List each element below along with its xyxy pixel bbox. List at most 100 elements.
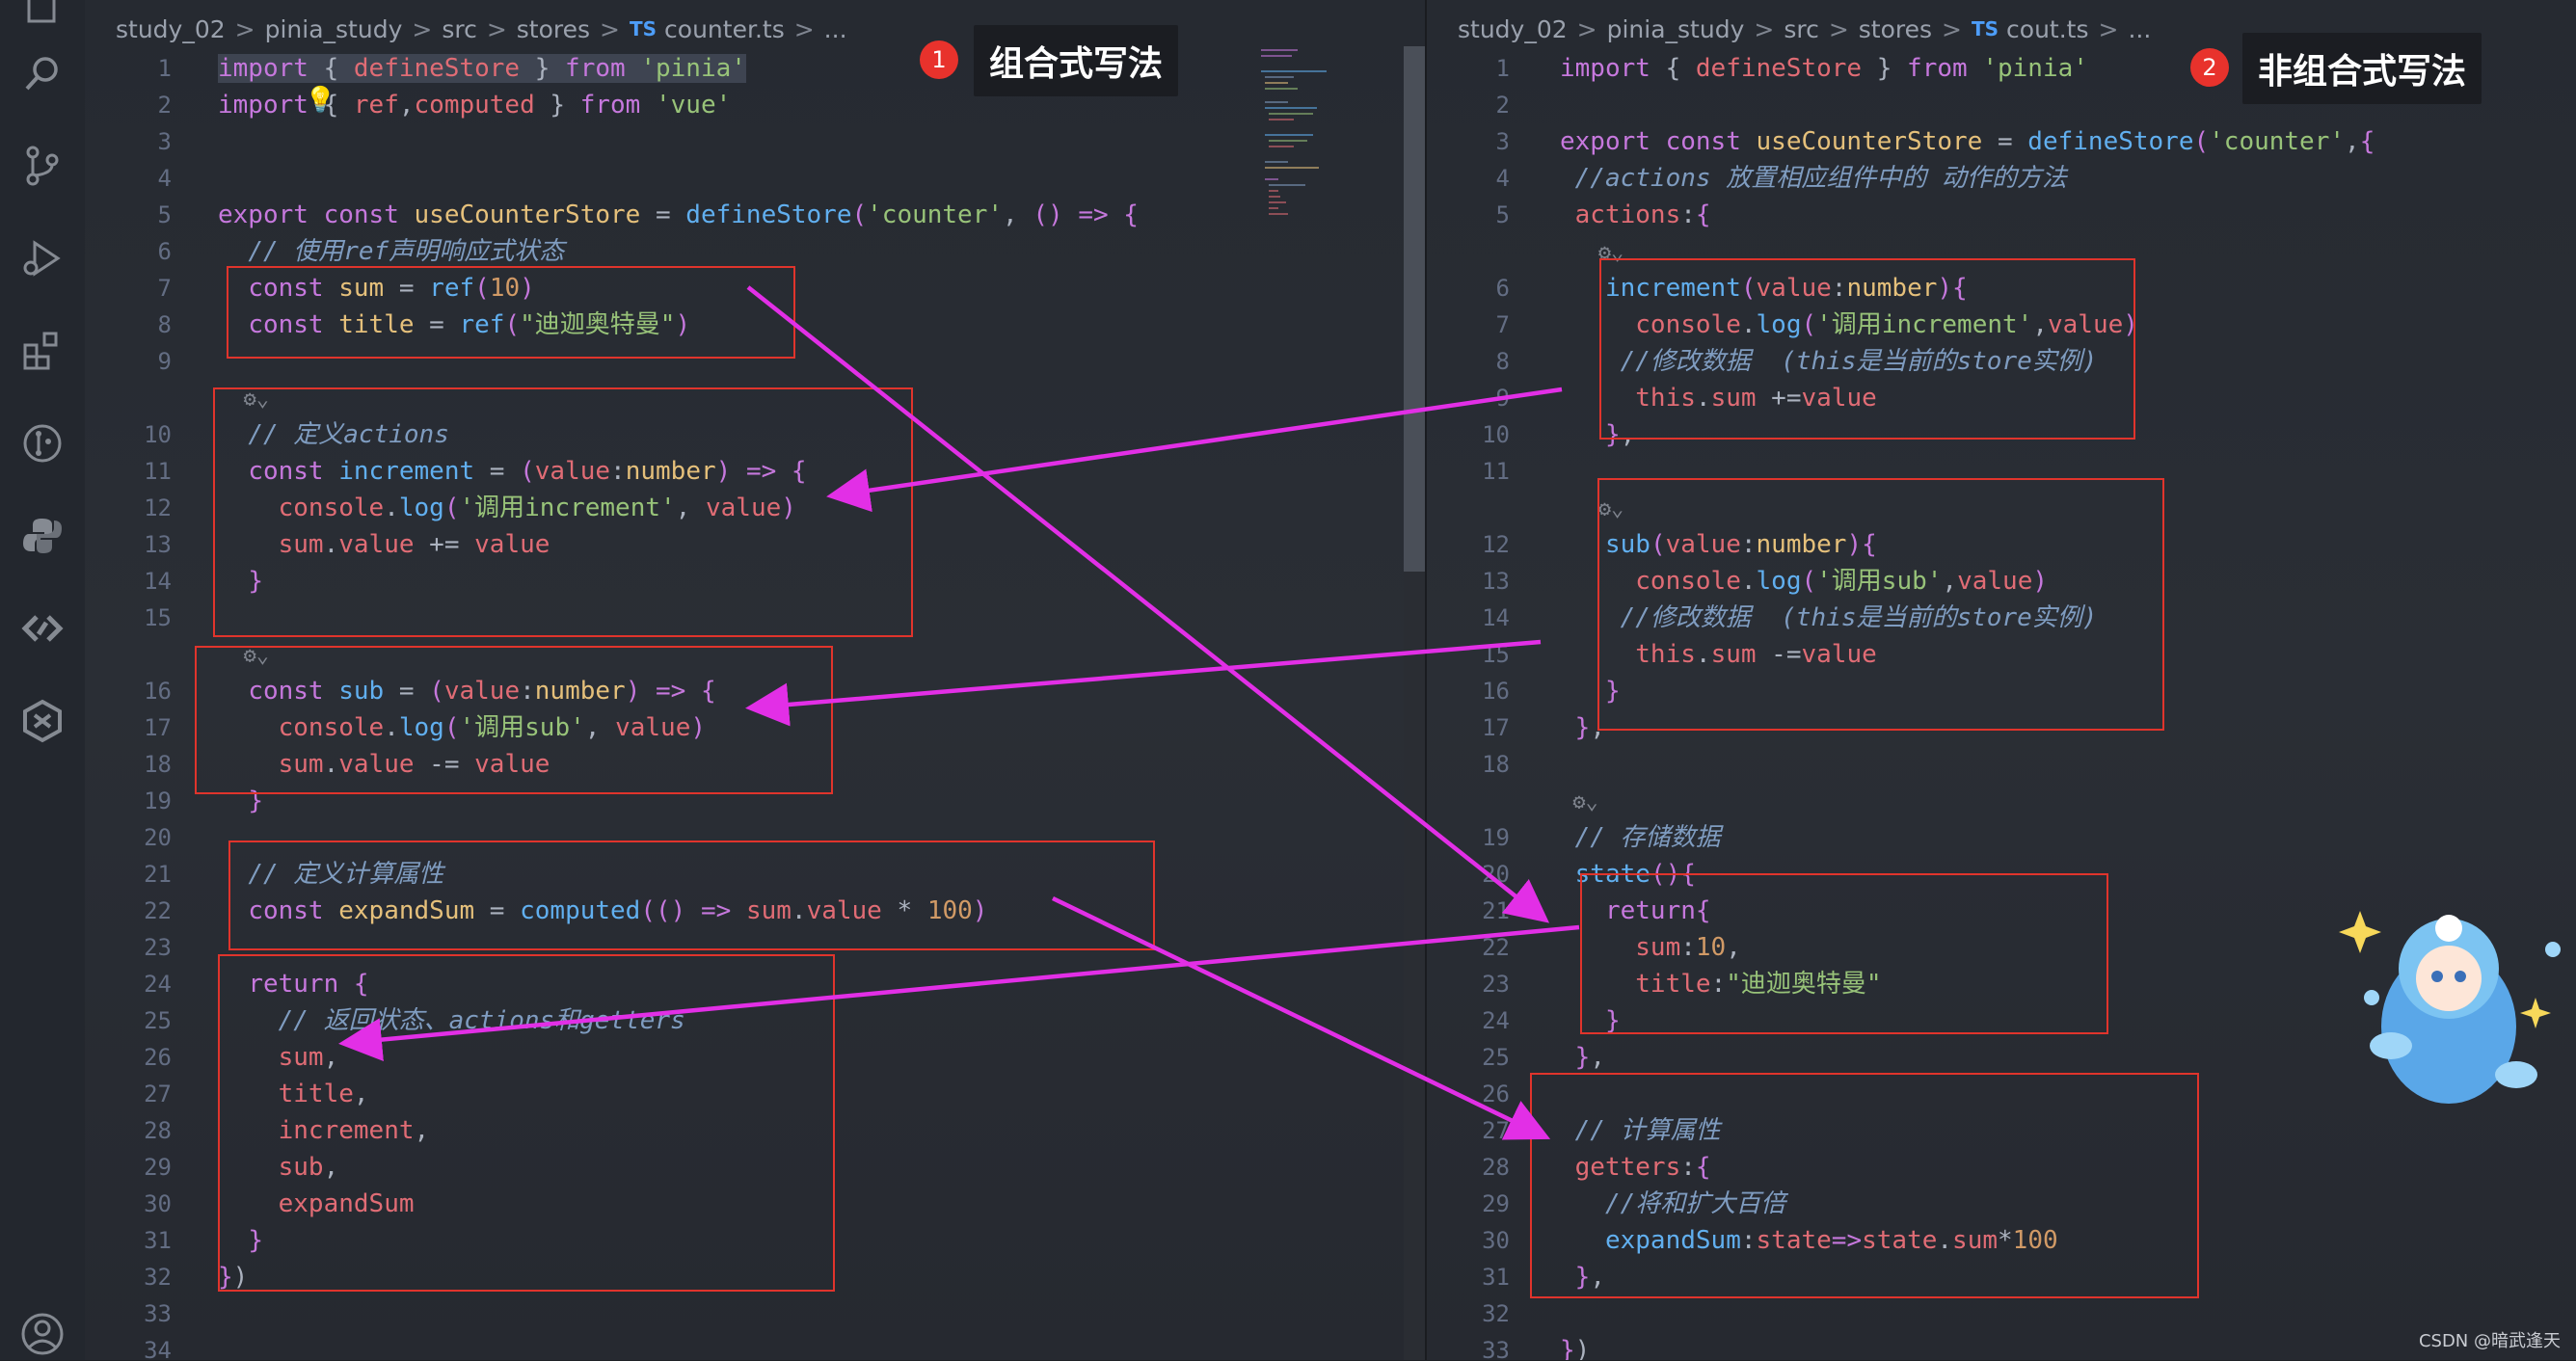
breadcrumb-item[interactable]: src: [442, 14, 477, 43]
codelens-icon[interactable]: ⚙⌄: [218, 387, 269, 412]
code-line[interactable]: 19 // 存储数据: [1427, 819, 2576, 856]
code-line[interactable]: 31 }: [85, 1222, 1425, 1259]
code-line[interactable]: 7 console.log('调用increment',value): [1427, 307, 2576, 343]
code-line[interactable]: 18 sum.value -= value: [85, 746, 1425, 783]
code-line[interactable]: 21 // 定义计算属性: [85, 856, 1425, 893]
extensions-icon[interactable]: [19, 328, 66, 374]
search-icon[interactable]: [19, 50, 66, 96]
code-line[interactable]: 31 },: [1427, 1259, 2576, 1295]
code-line[interactable]: 26 sum,: [85, 1039, 1425, 1076]
code-line[interactable]: 4: [85, 160, 1425, 197]
tabnine-icon[interactable]: [19, 698, 66, 744]
code-line[interactable]: 7 const sum = ref(10): [85, 270, 1425, 307]
remote-icon[interactable]: [19, 605, 66, 652]
code-line[interactable]: 20: [85, 819, 1425, 856]
codelens-icon[interactable]: ⚙⌄: [1560, 497, 1624, 521]
code-line[interactable]: 28 getters:{: [1427, 1149, 2576, 1186]
breadcrumb-item[interactable]: pinia_study: [1606, 14, 1745, 43]
lightbulb-icon[interactable]: 💡: [305, 86, 336, 115]
run-debug-icon[interactable]: [19, 235, 66, 281]
code-line[interactable]: 27 // 计算属性: [1427, 1112, 2576, 1149]
code-line[interactable]: 15: [85, 600, 1425, 636]
scrollbar-thumb[interactable]: [1404, 46, 1425, 572]
code-line[interactable]: 30 expandSum: [85, 1186, 1425, 1222]
code-line[interactable]: 6 // 使用ref声明响应式状态: [85, 233, 1425, 270]
code-line[interactable]: 25 // 返回状态、actions和getters: [85, 1002, 1425, 1039]
code-line[interactable]: 29 //将和扩大百倍: [1427, 1186, 2576, 1222]
code-line[interactable]: 22 const expandSum = computed(() => sum.…: [85, 893, 1425, 929]
code-line[interactable]: 32}): [85, 1259, 1425, 1295]
python-icon[interactable]: [19, 513, 66, 559]
code-line[interactable]: 9 this.sum +=value: [1427, 380, 2576, 416]
code-line[interactable]: 13 console.log('调用sub',value): [1427, 563, 2576, 600]
code-line[interactable]: 18: [1427, 746, 2576, 783]
code-line[interactable]: 2: [1427, 87, 2576, 123]
codelens-icon[interactable]: ⚙⌄: [1560, 790, 1598, 814]
breadcrumb-item[interactable]: stores: [1858, 14, 1933, 43]
code-line[interactable]: 10 },: [1427, 416, 2576, 453]
code-line[interactable]: 8 //修改数据 (this是当前的store实例): [1427, 343, 2576, 380]
code-line[interactable]: 17 },: [1427, 709, 2576, 746]
code-line[interactable]: 14 //修改数据 (this是当前的store实例): [1427, 600, 2576, 636]
breadcrumb-item[interactable]: cout.ts: [2006, 14, 2089, 43]
code-line[interactable]: 34: [85, 1332, 1425, 1360]
code-line[interactable]: 4 //actions 放置相应组件中的 动作的方法: [1427, 160, 2576, 197]
source-control-icon[interactable]: [19, 143, 66, 189]
code-line[interactable]: 9: [85, 343, 1425, 380]
code-line[interactable]: 15 this.sum -=value: [1427, 636, 2576, 673]
breadcrumb-item[interactable]: ...: [823, 14, 847, 43]
code-line[interactable]: 17 console.log('调用sub', value): [85, 709, 1425, 746]
account-icon[interactable]: [19, 1311, 66, 1357]
code-line[interactable]: 24 return {: [85, 966, 1425, 1002]
code-line[interactable]: 22 sum:10,: [1427, 929, 2576, 966]
code-line[interactable]: 8 const title = ref("迪迦奥特曼"): [85, 307, 1425, 343]
git-graph-icon[interactable]: [19, 420, 66, 467]
minimap[interactable]: [1259, 46, 1340, 297]
breadcrumb-item[interactable]: study_02: [116, 14, 226, 43]
code-line[interactable]: 29 sub,: [85, 1149, 1425, 1186]
code-line[interactable]: 16 const sub = (value:number) => {: [85, 673, 1425, 709]
code-line[interactable]: ⚙⌄: [85, 636, 1425, 673]
code-line[interactable]: 11: [1427, 453, 2576, 490]
breadcrumb-item[interactable]: src: [1784, 14, 1819, 43]
code-line[interactable]: 27 title,: [85, 1076, 1425, 1112]
code-line[interactable]: 32: [1427, 1295, 2576, 1332]
code-line[interactable]: 5 actions:{: [1427, 197, 2576, 233]
breadcrumb-item[interactable]: stores: [516, 14, 591, 43]
code-line[interactable]: ⚙⌄: [1427, 490, 2576, 526]
code-line[interactable]: 14 }: [85, 563, 1425, 600]
code-line[interactable]: 33}): [1427, 1332, 2576, 1360]
code-line[interactable]: 28 increment,: [85, 1112, 1425, 1149]
code-line[interactable]: 12 sub(value:number){: [1427, 526, 2576, 563]
codelens-icon[interactable]: ⚙⌄: [1560, 241, 1624, 265]
code-line[interactable]: 30 expandSum:state=>state.sum*100: [1427, 1222, 2576, 1259]
breadcrumb-item[interactable]: pinia_study: [264, 14, 403, 43]
code-line[interactable]: 10 // 定义actions: [85, 416, 1425, 453]
breadcrumb-item[interactable]: ...: [2128, 14, 2152, 43]
code-line[interactable]: ⚙⌄: [1427, 233, 2576, 270]
code-line[interactable]: 16 }: [1427, 673, 2576, 709]
code-line[interactable]: 3: [85, 123, 1425, 160]
code-line[interactable]: 13 sum.value += value: [85, 526, 1425, 563]
code-line[interactable]: 23: [85, 929, 1425, 966]
code-line[interactable]: 33: [85, 1295, 1425, 1332]
code-line[interactable]: ⚙⌄: [1427, 783, 2576, 819]
breadcrumb-item[interactable]: counter.ts: [664, 14, 785, 43]
code-line[interactable]: 11 const increment = (value:number) => {: [85, 453, 1425, 490]
code-line[interactable]: 12 console.log('调用increment', value): [85, 490, 1425, 526]
breadcrumb-item[interactable]: study_02: [1458, 14, 1568, 43]
codelens-icon[interactable]: ⚙⌄: [218, 644, 269, 668]
explorer-icon[interactable]: [19, 0, 66, 29]
code-line[interactable]: 19 }: [85, 783, 1425, 819]
code-line[interactable]: 6 increment(value:number){: [1427, 270, 2576, 307]
code-line[interactable]: ⚙⌄: [85, 380, 1425, 416]
